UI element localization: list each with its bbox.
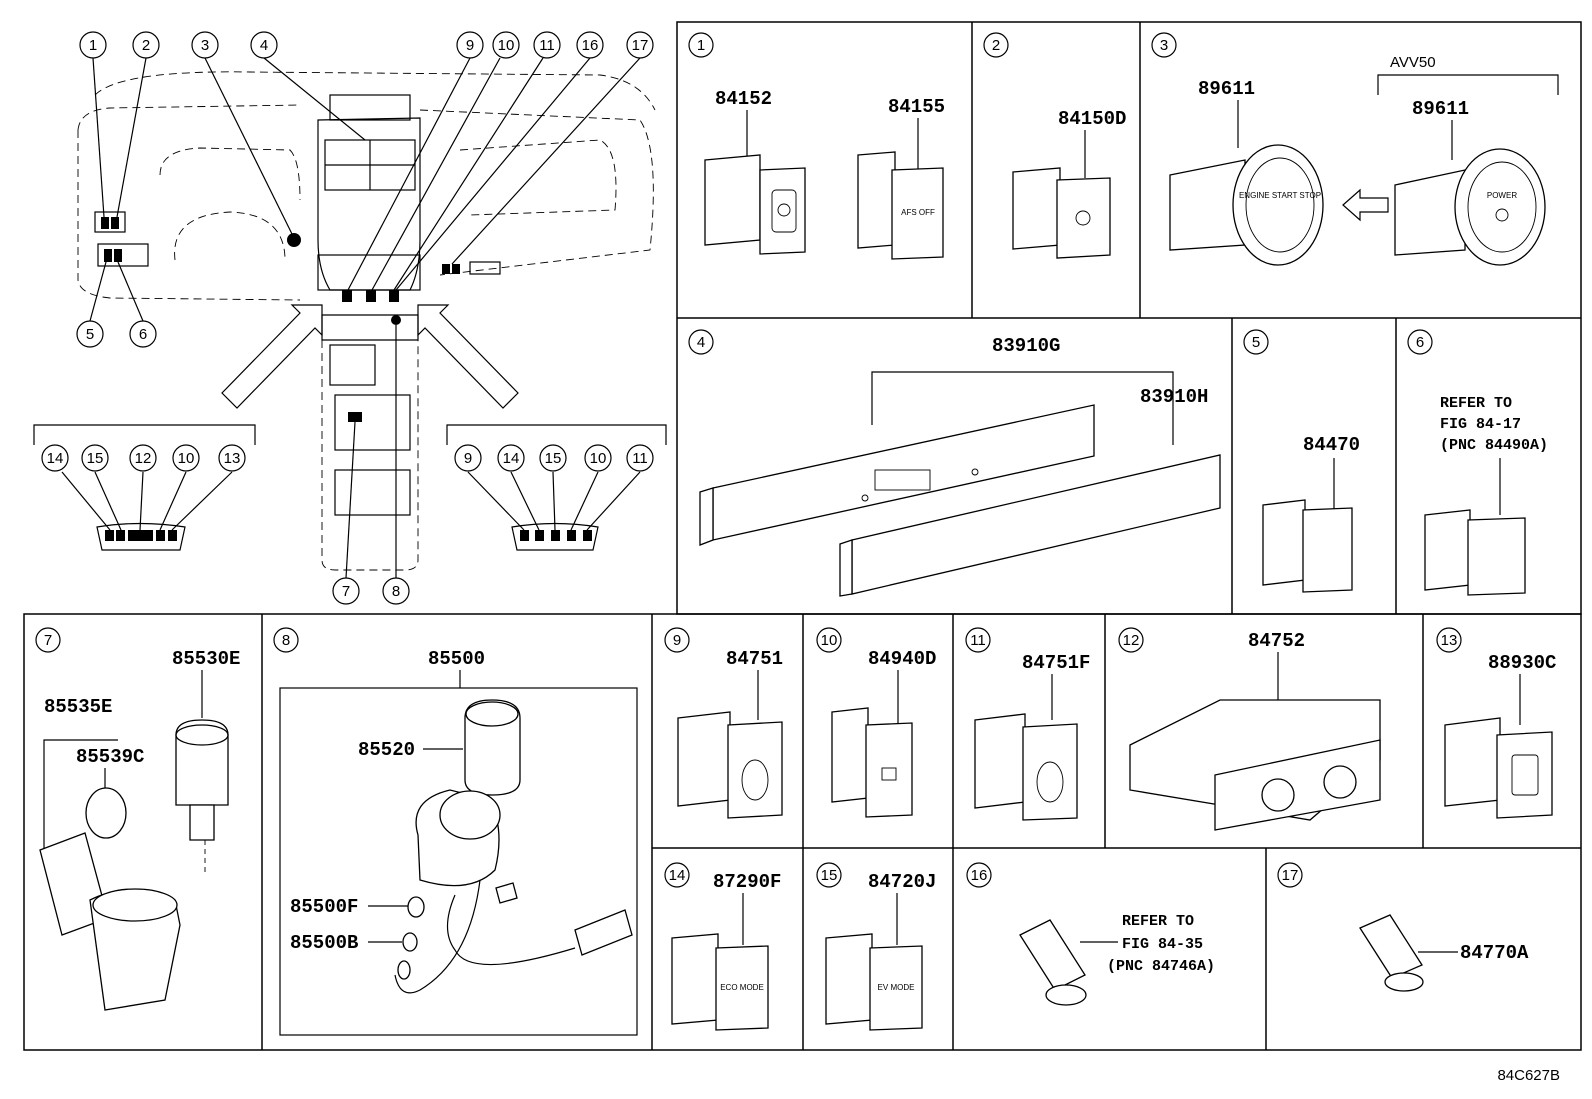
panel-13-number: 13	[1441, 632, 1458, 649]
panel-9-number: 9	[673, 632, 681, 649]
panel-14-number: 14	[669, 867, 686, 884]
power-text: POWER	[1487, 191, 1517, 200]
part-84152: 84152	[715, 88, 772, 110]
panel-5: 5 84470	[1243, 329, 1360, 593]
panel-6-ref-line2: FIG 84-17	[1440, 416, 1521, 433]
panel-16-number: 16	[971, 867, 988, 884]
panel-6-number: 6	[1416, 334, 1424, 351]
panel-6-ref-line1: REFER TO	[1440, 395, 1512, 412]
panel-9: 9 84751	[664, 627, 783, 819]
panel-frames	[23, 21, 1582, 1051]
part-85500F: 85500F	[290, 896, 358, 918]
left-strip-13: 13	[224, 450, 241, 467]
panel-8: 8 85500 85520 85500F 85500B	[273, 627, 638, 1036]
left-strip-14: 14	[47, 450, 64, 467]
engine-start-stop-text: ENGINE START STOP	[1239, 191, 1321, 200]
eco-mode-label: ECO MODE	[720, 983, 764, 992]
part-85530E: 85530E	[172, 648, 240, 670]
part-84770A: 84770A	[1460, 942, 1529, 964]
panel-11: 11 84751F	[965, 627, 1090, 821]
panel-17: 17 84770A	[1277, 862, 1529, 992]
panel-6-ref-line3: (PNC 84490A)	[1440, 437, 1548, 454]
callout-11: 11	[539, 37, 555, 54]
callout-1: 1	[89, 37, 97, 54]
right-strip-10: 10	[590, 450, 607, 467]
part-84940D: 84940D	[868, 648, 936, 670]
left-strip-15: 15	[87, 450, 104, 467]
panel-16-ref-line3: (PNC 84746A)	[1107, 958, 1215, 975]
panel-15: 15 84720J EV MODE	[816, 862, 936, 1031]
left-strip-12: 12	[135, 450, 152, 467]
afs-off-label: AFS OFF	[901, 208, 935, 217]
panel-3: 3 AVV50 89611 ENGINE START STOP 89611 PO…	[1151, 32, 1559, 266]
part-84752: 84752	[1248, 630, 1305, 652]
part-85535E: 85535E	[44, 696, 112, 718]
callout-7: 7	[342, 583, 350, 600]
part-83910H: 83910H	[1140, 386, 1208, 408]
callout-4: 4	[260, 37, 268, 54]
panel-14: 14 87290F ECO MODE	[664, 862, 781, 1031]
panel-7-number: 7	[44, 632, 52, 649]
overview-callouts: 1 2 3 4 9 10 11 16 17 5 6 7 8 14 15 12 1…	[41, 31, 654, 605]
right-strip-9: 9	[464, 450, 472, 467]
panel-10: 10 84940D	[816, 627, 936, 818]
part-89611-b: 89611	[1412, 98, 1469, 120]
panel-16-ref-line2: FIG 84-35	[1122, 936, 1203, 953]
callout-8: 8	[392, 583, 400, 600]
part-85500: 85500	[428, 648, 485, 670]
panel-16-ref-line1: REFER TO	[1122, 913, 1194, 930]
part-89611-a: 89611	[1198, 78, 1255, 100]
panel-15-number: 15	[821, 867, 838, 884]
panel-2: 2 84150D	[983, 32, 1126, 259]
panel-8-number: 8	[282, 632, 290, 649]
panel-1-number: 1	[697, 37, 705, 54]
panel-12-number: 12	[1123, 632, 1140, 649]
part-87290F: 87290F	[713, 871, 781, 893]
panel-6: 6 REFER TO FIG 84-17 (PNC 84490A)	[1407, 329, 1548, 596]
panel-4: 4 83910G 83910H	[688, 329, 1221, 597]
part-84150D: 84150D	[1058, 108, 1126, 130]
left-strip-10: 10	[178, 450, 195, 467]
part-83910G: 83910G	[992, 335, 1060, 357]
panel-4-number: 4	[697, 334, 705, 351]
panel-3-number: 3	[1160, 37, 1168, 54]
variant-label: AVV50	[1390, 54, 1436, 71]
panel-17-number: 17	[1282, 867, 1299, 884]
ev-mode-label: EV MODE	[878, 983, 915, 992]
panel-11-number: 11	[970, 632, 986, 649]
right-strip-15: 15	[545, 450, 562, 467]
part-84751F: 84751F	[1022, 652, 1090, 674]
callout-10: 10	[498, 37, 515, 54]
callout-3: 3	[201, 37, 209, 54]
panel-10-number: 10	[821, 632, 838, 649]
part-84720J: 84720J	[868, 871, 936, 893]
panel-2-number: 2	[992, 37, 1000, 54]
callout-9: 9	[466, 37, 474, 54]
part-88930C: 88930C	[1488, 652, 1556, 674]
part-85539C: 85539C	[76, 746, 144, 768]
panel-13: 13 88930C	[1436, 627, 1556, 819]
part-85500B: 85500B	[290, 932, 358, 954]
part-85520: 85520	[358, 739, 415, 761]
dashboard-overview	[33, 57, 667, 579]
figure-code: 84C627B	[1497, 1067, 1560, 1084]
panel-12: 12 84752	[1118, 627, 1381, 831]
callout-16: 16	[582, 37, 599, 54]
part-84751: 84751	[726, 648, 783, 670]
callout-2: 2	[142, 37, 150, 54]
panel-16: 16 REFER TO FIG 84-35 (PNC 84746A)	[966, 862, 1215, 1006]
part-84470: 84470	[1303, 434, 1360, 456]
callout-6: 6	[139, 326, 147, 343]
right-strip-11: 11	[632, 450, 648, 467]
callout-5: 5	[86, 326, 94, 343]
callout-17: 17	[632, 37, 649, 54]
right-strip-14: 14	[503, 450, 520, 467]
part-84155: 84155	[888, 96, 945, 118]
panel-7: 7 85530E 85535E 85539C	[35, 627, 240, 1011]
panel-5-number: 5	[1252, 334, 1260, 351]
panel-1: 1 84152 84155 AFS OFF	[688, 32, 945, 260]
